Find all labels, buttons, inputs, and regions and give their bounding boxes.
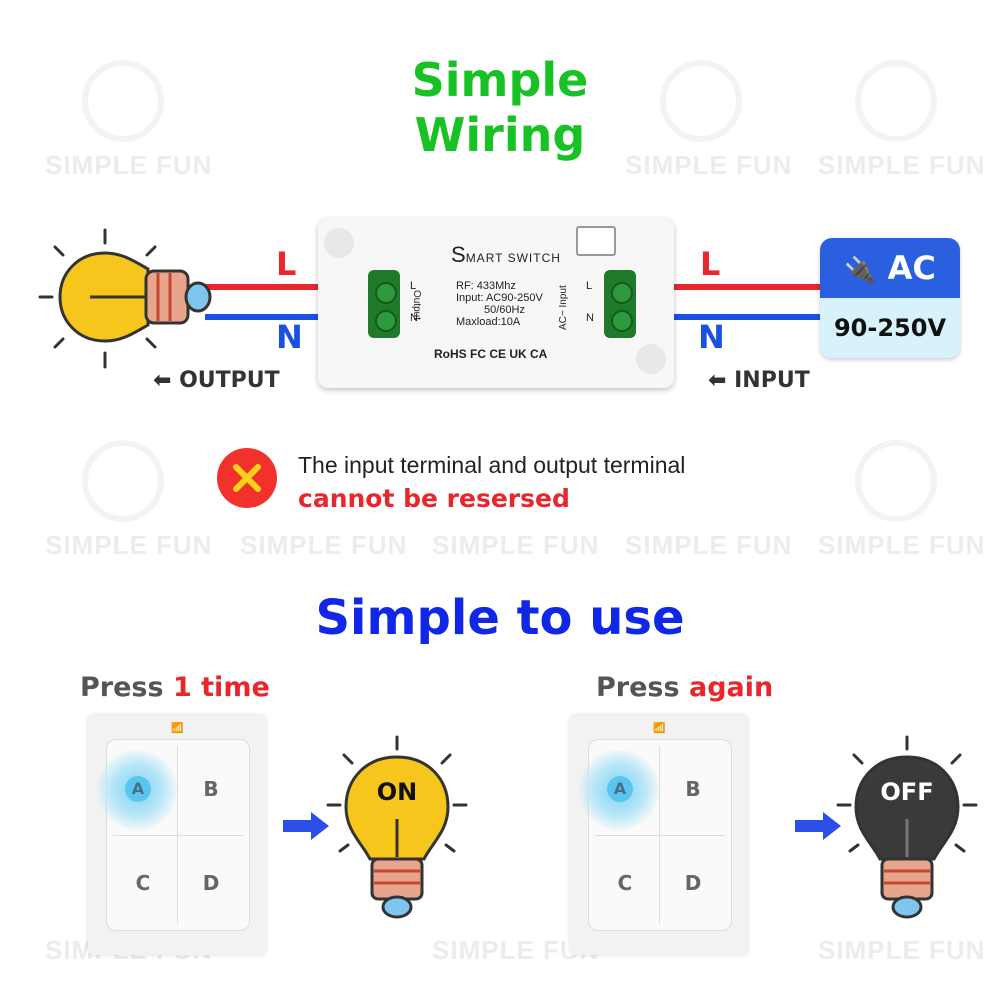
- remote-panel-right: 📶 A B C D: [570, 715, 748, 955]
- x-icon: [217, 448, 277, 508]
- key-a[interactable]: A: [125, 776, 151, 802]
- ac-voltage: 90-250V: [820, 298, 960, 358]
- smart-switch-device: SMART SWITCH L N Output L N AC~ Input RF…: [318, 218, 674, 388]
- brand-rest: MART SWITCH: [465, 251, 561, 265]
- live-wire-right: [640, 284, 822, 290]
- device-brand: SMART SWITCH: [451, 242, 561, 268]
- watermark-logo-icon: [82, 60, 164, 142]
- wifi-icon: 📶: [653, 723, 666, 734]
- bulb-on-icon: [326, 735, 468, 919]
- title-simple-to-use: Simple to use: [315, 590, 685, 646]
- on-label: ON: [376, 778, 418, 806]
- key-c[interactable]: C: [617, 871, 633, 895]
- press-once-heading: Press 1 time: [80, 672, 270, 703]
- live-wire-left: [205, 284, 323, 290]
- press-again: again: [688, 672, 774, 703]
- watermark-text: SIMPLE FUN: [432, 530, 600, 560]
- output-term-label: Output: [411, 290, 422, 321]
- watermark-logo-icon: [82, 440, 164, 522]
- neutral-label-right: N: [698, 318, 725, 356]
- key-a[interactable]: A: [607, 776, 633, 802]
- brand-initial: S: [451, 242, 466, 267]
- key-c[interactable]: C: [135, 871, 151, 895]
- output-terminal-block: [368, 270, 400, 338]
- ac-power-box: 🔌 AC 90-250V: [820, 238, 960, 358]
- input-label: INPUT: [734, 368, 810, 393]
- press-count: 1 time: [172, 672, 270, 703]
- watermark-text: SIMPLE FUN: [818, 530, 986, 560]
- press-word: Press: [596, 672, 689, 703]
- key-d[interactable]: D: [202, 871, 220, 895]
- output-term-L: L: [410, 280, 417, 292]
- watermark-text: SIMPLE FUN: [625, 150, 793, 180]
- watermark-text: SIMPLE FUN: [45, 150, 213, 180]
- off-label: OFF: [880, 778, 934, 806]
- ac-header: 🔌 AC: [820, 238, 960, 298]
- warning-line-2: cannot be resersed: [298, 484, 570, 513]
- live-label-left: L: [276, 245, 297, 283]
- arrow-right-icon: [283, 812, 329, 840]
- watermark-text: SIMPLE FUN: [240, 530, 408, 560]
- watermark-logo-icon: [855, 60, 937, 142]
- wifi-icon: 📶: [171, 723, 184, 734]
- title-simple: Simple: [411, 53, 589, 107]
- watermark-text: SIMPLE FUN: [625, 530, 793, 560]
- press-again-heading: Press again: [596, 672, 773, 703]
- warning-line-1: The input terminal and output terminal: [298, 452, 686, 478]
- input-term-L: L: [586, 280, 593, 292]
- key-d[interactable]: D: [684, 871, 702, 895]
- plug-icon: 🔌: [844, 256, 877, 286]
- remote-panel-left: 📶 A B C D: [88, 715, 266, 955]
- light-bulb-icon: [38, 228, 212, 369]
- pairing-button[interactable]: [576, 226, 616, 256]
- screw-icon: [375, 282, 397, 304]
- neutral-wire-left: [205, 314, 323, 320]
- watermark-logo-icon: [660, 60, 742, 142]
- remote-plate: A B C D: [579, 739, 732, 931]
- press-word: Press: [80, 672, 173, 703]
- neutral-label-left: N: [276, 318, 303, 356]
- watermark-text: SIMPLE FUN: [818, 150, 986, 180]
- key-b[interactable]: B: [685, 777, 701, 801]
- output-label: OUTPUT: [179, 368, 280, 393]
- watermark-text: SIMPLE FUN: [818, 935, 986, 965]
- mount-hole-icon: [636, 344, 666, 374]
- remote-plate: A B C D: [97, 739, 250, 931]
- arrow-right-icon: [795, 812, 841, 840]
- output-term-N: N: [410, 312, 418, 324]
- ac-label: AC: [887, 249, 936, 287]
- key-b[interactable]: B: [203, 777, 219, 801]
- watermark-text: SIMPLE FUN: [45, 530, 213, 560]
- cert-marks: RoHS FC CE UK CA: [434, 347, 548, 361]
- input-term-N: N: [586, 312, 594, 324]
- arrow-left-icon: ⬅: [708, 368, 727, 393]
- spec-input: Input: AC90-250V: [456, 292, 543, 304]
- watermark-logo-icon: [855, 440, 937, 522]
- screw-icon: [375, 310, 397, 332]
- input-terminal-block: [604, 270, 636, 338]
- bulb-off-icon: [836, 735, 978, 919]
- screw-icon: [611, 310, 633, 332]
- input-caption: ⬅ INPUT: [708, 368, 810, 393]
- neutral-wire-right: [640, 314, 822, 320]
- title-wiring: Wiring: [414, 108, 586, 162]
- input-term-label: AC~ Input: [558, 285, 569, 330]
- spec-maxload: Maxload:10A: [456, 316, 521, 328]
- mount-hole-icon: [324, 228, 354, 258]
- screw-icon: [611, 282, 633, 304]
- output-caption: ⬅ OUTPUT: [153, 368, 280, 393]
- live-label-right: L: [700, 245, 721, 283]
- spec-rf: RF: 433Mhz: [456, 280, 516, 292]
- spec-freq: 50/60Hz: [484, 304, 525, 316]
- arrow-left-icon: ⬅: [153, 368, 172, 393]
